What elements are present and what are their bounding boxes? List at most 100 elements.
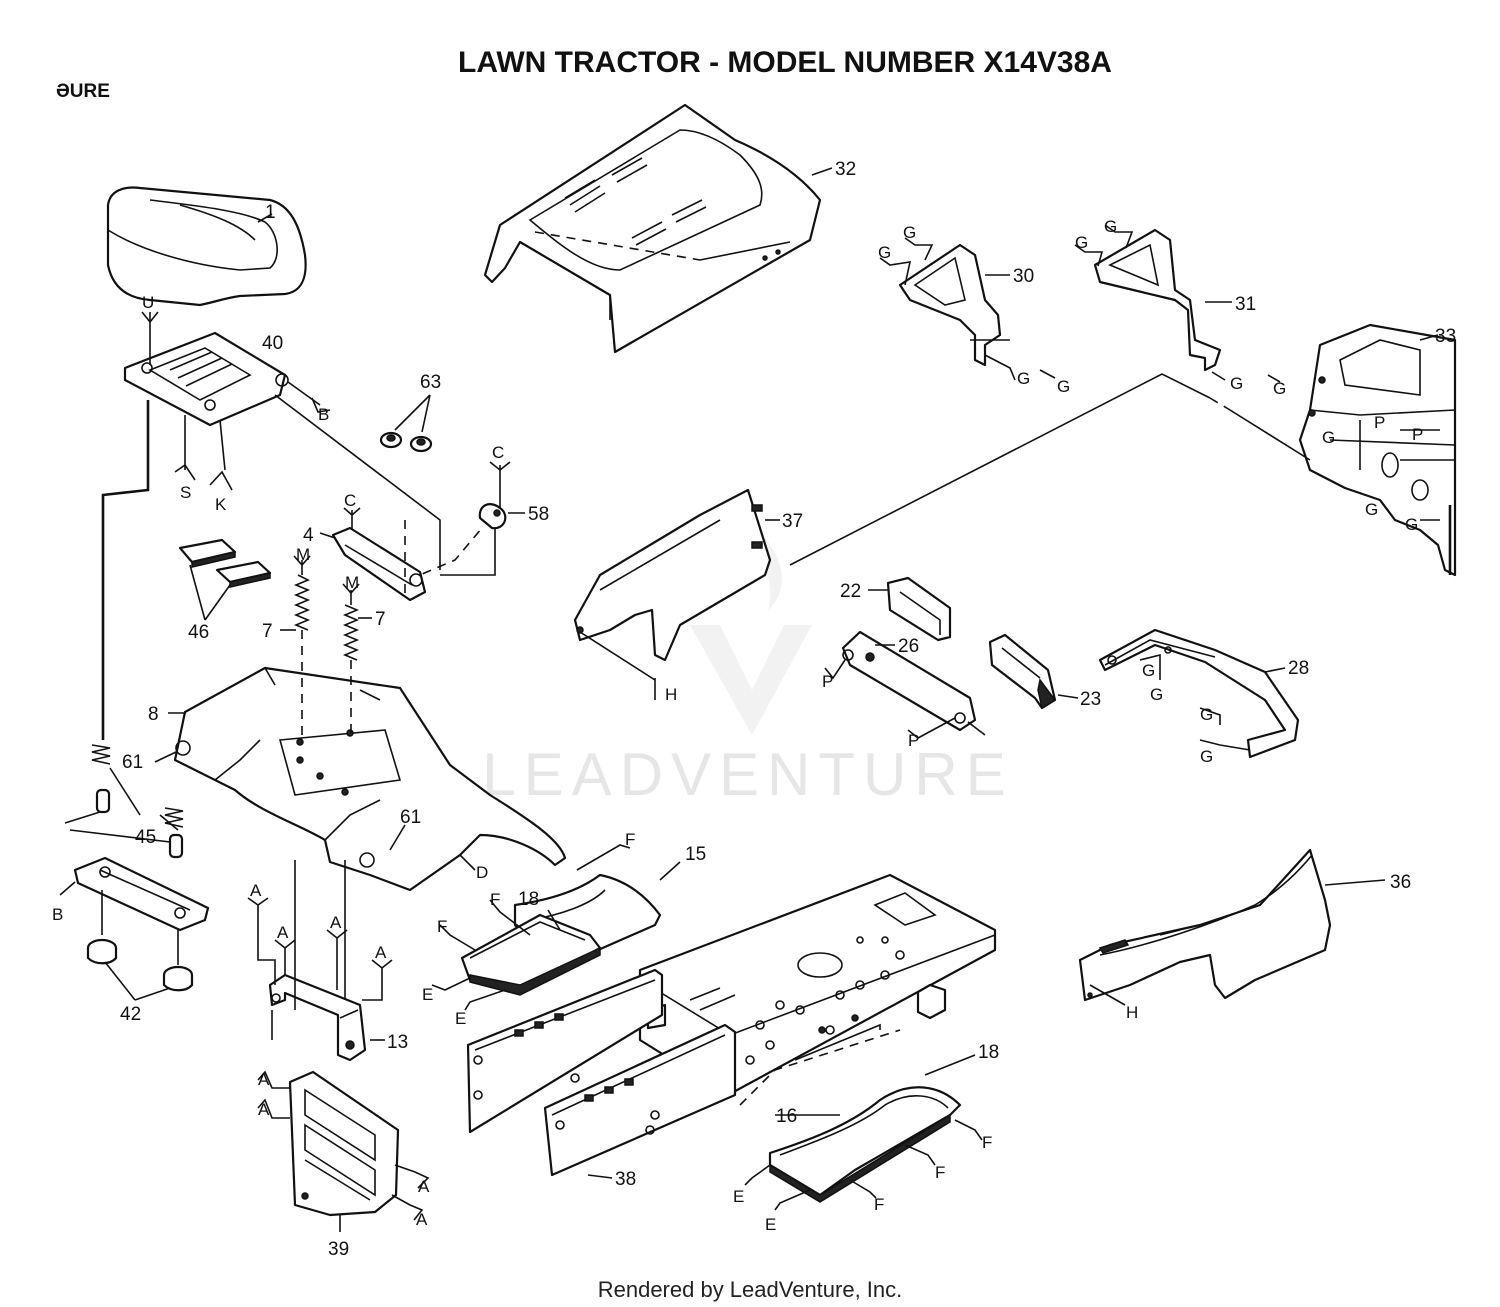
ref-letter-e-18c: E [733,1187,744,1206]
ref-letter-g-28a: G [1142,661,1155,680]
callout-28: 28 [1288,658,1309,679]
callout-22: 22 [840,581,861,602]
ref-letter-p-26a: P [822,672,833,691]
ref-letter-g-30a: G [878,243,891,262]
page-title: LAWN TRACTOR - MODEL NUMBER X14V38A [458,46,1112,79]
part-18-mat-lower[interactable] [768,1086,962,1203]
part-seat-plate-lower[interactable] [73,856,210,932]
ref-letter-m-left: M [296,545,310,564]
part-32-hood[interactable] [483,103,822,354]
ref-letter-a-4: A [375,943,387,962]
ref-letter-f-18d: F [935,1163,945,1182]
ref-letter-g-30b: G [903,223,916,242]
callout-15: 15 [685,844,706,865]
ref-letter-f-15: F [625,830,635,849]
callout-31: 31 [1235,294,1256,315]
part-40-seat-pan[interactable] [123,331,289,427]
part-36-side-panel-right[interactable] [1078,848,1332,1002]
callout-18-upper: 18 [518,889,539,910]
ref-letter-a-6: A [258,1100,270,1119]
ref-letter-g-31b: G [1104,217,1117,236]
ref-letter-c-4: C [344,491,356,510]
ref-letter-m-right: M [345,573,359,592]
part-23-bracket[interactable] [988,633,1057,710]
ref-letter-g-33c: G [1405,515,1418,534]
callout-16: 16 [776,1106,797,1127]
part-8-fender[interactable] [173,666,567,892]
part-26-support[interactable] [841,630,977,732]
ref-letter-a-8: A [416,1210,428,1229]
part-33-dash-panel[interactable] [1298,323,1457,577]
ref-letter-p-33a: P [1374,413,1385,432]
callout-8: 8 [148,704,159,725]
callout-23: 23 [1080,689,1101,710]
callout-1: 1 [265,202,276,223]
callout-36: 36 [1390,872,1411,893]
callout-61-left: 61 [122,752,143,773]
ref-letter-b-top: B [318,405,329,424]
ref-letter-f-18e: F [874,1195,884,1214]
ref-letter-g-28c: G [1200,705,1213,724]
callout-58: 58 [528,504,549,525]
ref-letter-s: S [180,483,191,502]
part-42-bushings[interactable] [86,938,194,992]
ref-letter-g-33a: G [1322,428,1335,447]
part-4-seat-bracket[interactable] [331,526,427,602]
part-39-rear-panel[interactable] [288,1070,400,1217]
ref-letter-a-3: A [330,913,342,932]
part-45-springs-spacers[interactable] [91,744,184,859]
callout-18-lower: 18 [978,1042,999,1063]
callout-7-left: 7 [262,621,273,642]
callout-42: 42 [120,1004,141,1025]
part-1-seat[interactable] [106,186,307,307]
part-46-pads[interactable] [178,538,272,588]
ref-letter-p-26b: P [908,731,919,750]
ref-letter-a-5: A [258,1070,270,1089]
ref-letter-g-33b: G [1365,500,1378,519]
part-37-side-panel-left[interactable] [573,488,772,662]
part-13-bracket[interactable] [268,973,367,1062]
ref-letter-e-18d: E [765,1215,776,1234]
part-31-hood-bracket[interactable] [1093,228,1222,372]
callout-63: 63 [420,372,441,393]
ref-letter-a-1: A [250,881,262,900]
ref-letter-g-31c: G [1230,374,1243,393]
footer-credit: Rendered by LeadVenture, Inc. [598,1277,903,1302]
part-38-side-rail-right[interactable] [543,1023,737,1177]
callout-26: 26 [898,636,919,657]
part-7-spring-left[interactable] [293,560,311,631]
ref-letter-h-left: H [665,685,677,704]
ref-letter-g-30c: G [1017,369,1030,388]
callout-4: 4 [303,525,314,546]
part-30-hood-bracket[interactable] [898,243,1010,367]
ref-letter-u: U [142,293,154,312]
part-18-mat-upper[interactable] [460,913,602,996]
part-28-frame-bracket[interactable] [1098,628,1300,759]
part-7-spring-right[interactable] [342,590,360,661]
part-63-grommets[interactable] [379,431,433,453]
callout-32: 32 [835,159,856,180]
ref-letter-p-33b: P [1412,425,1423,444]
ref-letter-g-31d: G [1273,379,1286,398]
ref-letter-f-18b: F [437,917,447,936]
callout-13: 13 [387,1032,408,1053]
ref-letter-a-2: A [277,923,289,942]
callout-37: 37 [782,511,803,532]
ref-letter-e-18b: E [455,1009,466,1028]
part-22-bracket[interactable] [886,576,952,642]
part-58-clip[interactable] [478,503,507,530]
callout-7-right: 7 [375,609,386,630]
ref-letter-c-58: C [492,443,504,462]
callout-33: 33 [1435,326,1456,347]
ref-letter-k: K [215,495,227,514]
part-38-side-rail-left[interactable] [466,968,664,1134]
ref-letter-g-31a: G [1075,233,1088,252]
ref-letter-f-18a: F [490,890,500,909]
ref-letter-g-28d: G [1200,747,1213,766]
callout-40: 40 [262,333,283,354]
corner-figure-label: ƏURE [56,81,110,102]
ref-letter-d: D [476,863,488,882]
ref-letter-h-right: H [1126,1003,1138,1022]
callout-38: 38 [615,1169,636,1190]
